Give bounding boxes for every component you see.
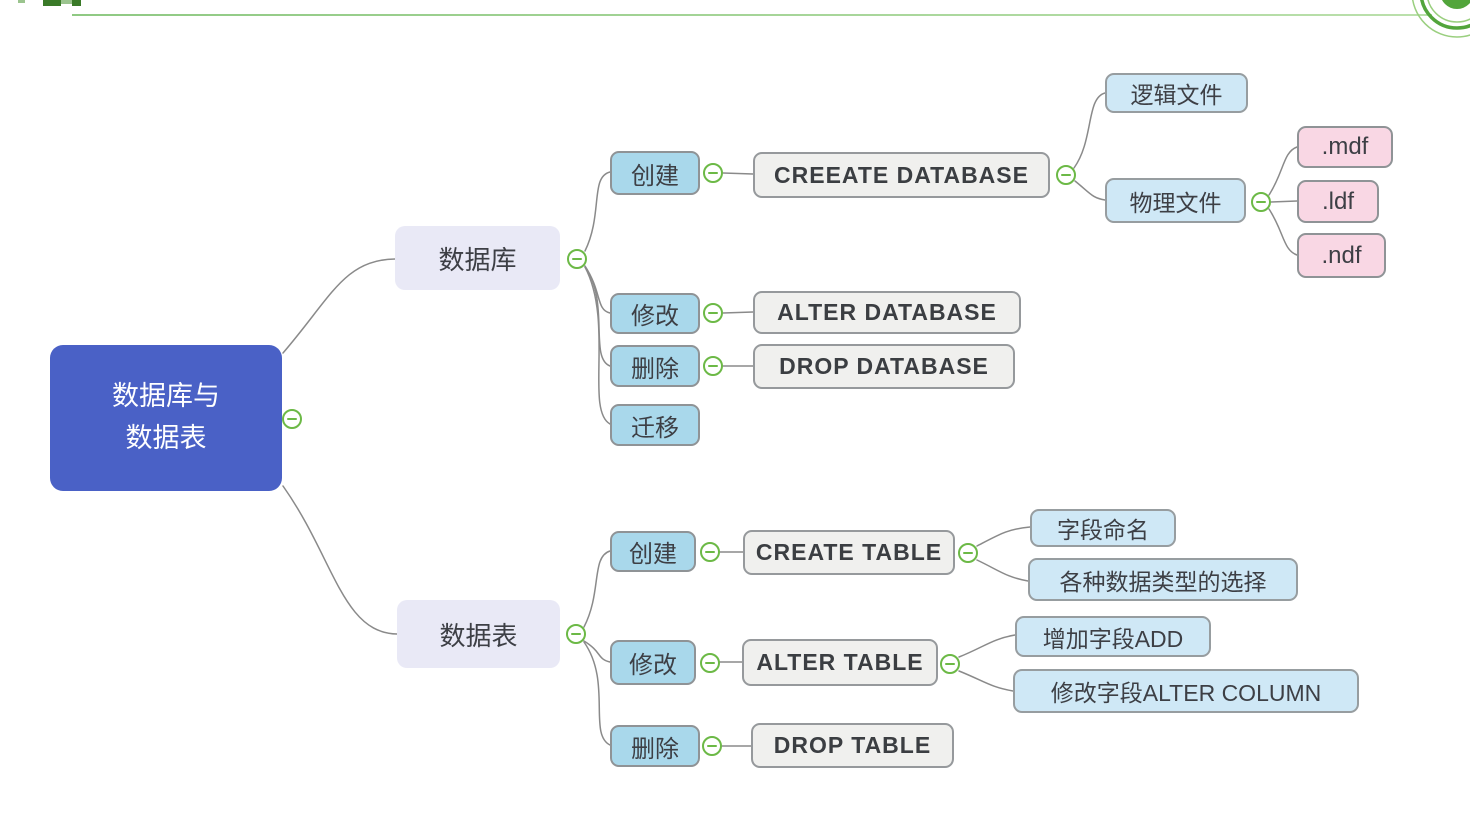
node-db-drop-command[interactable]: DROP DATABASE bbox=[753, 344, 1015, 389]
topic-table[interactable]: 数据表 bbox=[397, 600, 560, 668]
node-tbl-alter[interactable]: 修改 bbox=[610, 640, 696, 685]
top-right-circular-logo bbox=[1411, 0, 1470, 38]
node-db-create-command[interactable]: CREEATE DATABASE bbox=[753, 152, 1050, 198]
collapse-button-physical-file[interactable] bbox=[1251, 192, 1271, 212]
collapse-button-db-drop[interactable] bbox=[703, 356, 723, 376]
node-logical-file[interactable]: 逻辑文件 bbox=[1105, 73, 1248, 113]
node-ndf-file[interactable]: .ndf bbox=[1297, 233, 1386, 278]
collapse-button-db-alter[interactable] bbox=[703, 303, 723, 323]
node-db-drop[interactable]: 删除 bbox=[610, 345, 700, 387]
collapse-button-table[interactable] bbox=[566, 624, 586, 644]
node-tbl-create-command[interactable]: CREATE TABLE bbox=[743, 530, 955, 575]
collapse-button-tbl-create[interactable] bbox=[700, 542, 720, 562]
node-alter-column[interactable]: 修改字段ALTER COLUMN bbox=[1013, 669, 1359, 713]
topic-database[interactable]: 数据库 bbox=[395, 226, 560, 290]
node-tbl-alter-command[interactable]: ALTER TABLE bbox=[742, 639, 938, 686]
root-topic-line1: 数据库与 bbox=[112, 381, 220, 412]
collapse-button-root[interactable] bbox=[282, 409, 302, 429]
node-db-alter[interactable]: 修改 bbox=[610, 293, 700, 334]
collapse-button-tbl-alter-cmd[interactable] bbox=[940, 654, 960, 674]
node-db-alter-command[interactable]: ALTER DATABASE bbox=[753, 291, 1021, 334]
collapse-button-tbl-drop[interactable] bbox=[702, 736, 722, 756]
root-topic[interactable]: 数据库与 数据表 bbox=[50, 345, 282, 491]
collapse-button-db-create-cmd[interactable] bbox=[1056, 165, 1076, 185]
node-tbl-create[interactable]: 创建 bbox=[610, 531, 696, 572]
collapse-button-db-create[interactable] bbox=[703, 163, 723, 183]
node-tbl-drop-command[interactable]: DROP TABLE bbox=[751, 723, 954, 768]
node-db-create[interactable]: 创建 bbox=[610, 151, 700, 195]
node-ldf-file[interactable]: .ldf bbox=[1297, 180, 1379, 223]
header-divider-line bbox=[72, 14, 1432, 16]
node-mdf-file[interactable]: .mdf bbox=[1297, 126, 1393, 168]
collapse-button-tbl-alter[interactable] bbox=[700, 653, 720, 673]
node-tbl-drop[interactable]: 删除 bbox=[610, 725, 700, 767]
node-datatype-selection[interactable]: 各种数据类型的选择 bbox=[1028, 558, 1298, 601]
node-add-field[interactable]: 增加字段ADD bbox=[1015, 616, 1211, 657]
root-topic-line2: 数据表 bbox=[125, 423, 207, 453]
collapse-button-tbl-create-cmd[interactable] bbox=[958, 543, 978, 563]
collapse-button-database[interactable] bbox=[567, 249, 587, 269]
node-physical-file[interactable]: 物理文件 bbox=[1105, 178, 1246, 223]
node-field-naming[interactable]: 字段命名 bbox=[1030, 509, 1176, 547]
top-left-logo-fragment bbox=[18, 0, 81, 6]
node-db-migrate[interactable]: 迁移 bbox=[610, 404, 700, 446]
